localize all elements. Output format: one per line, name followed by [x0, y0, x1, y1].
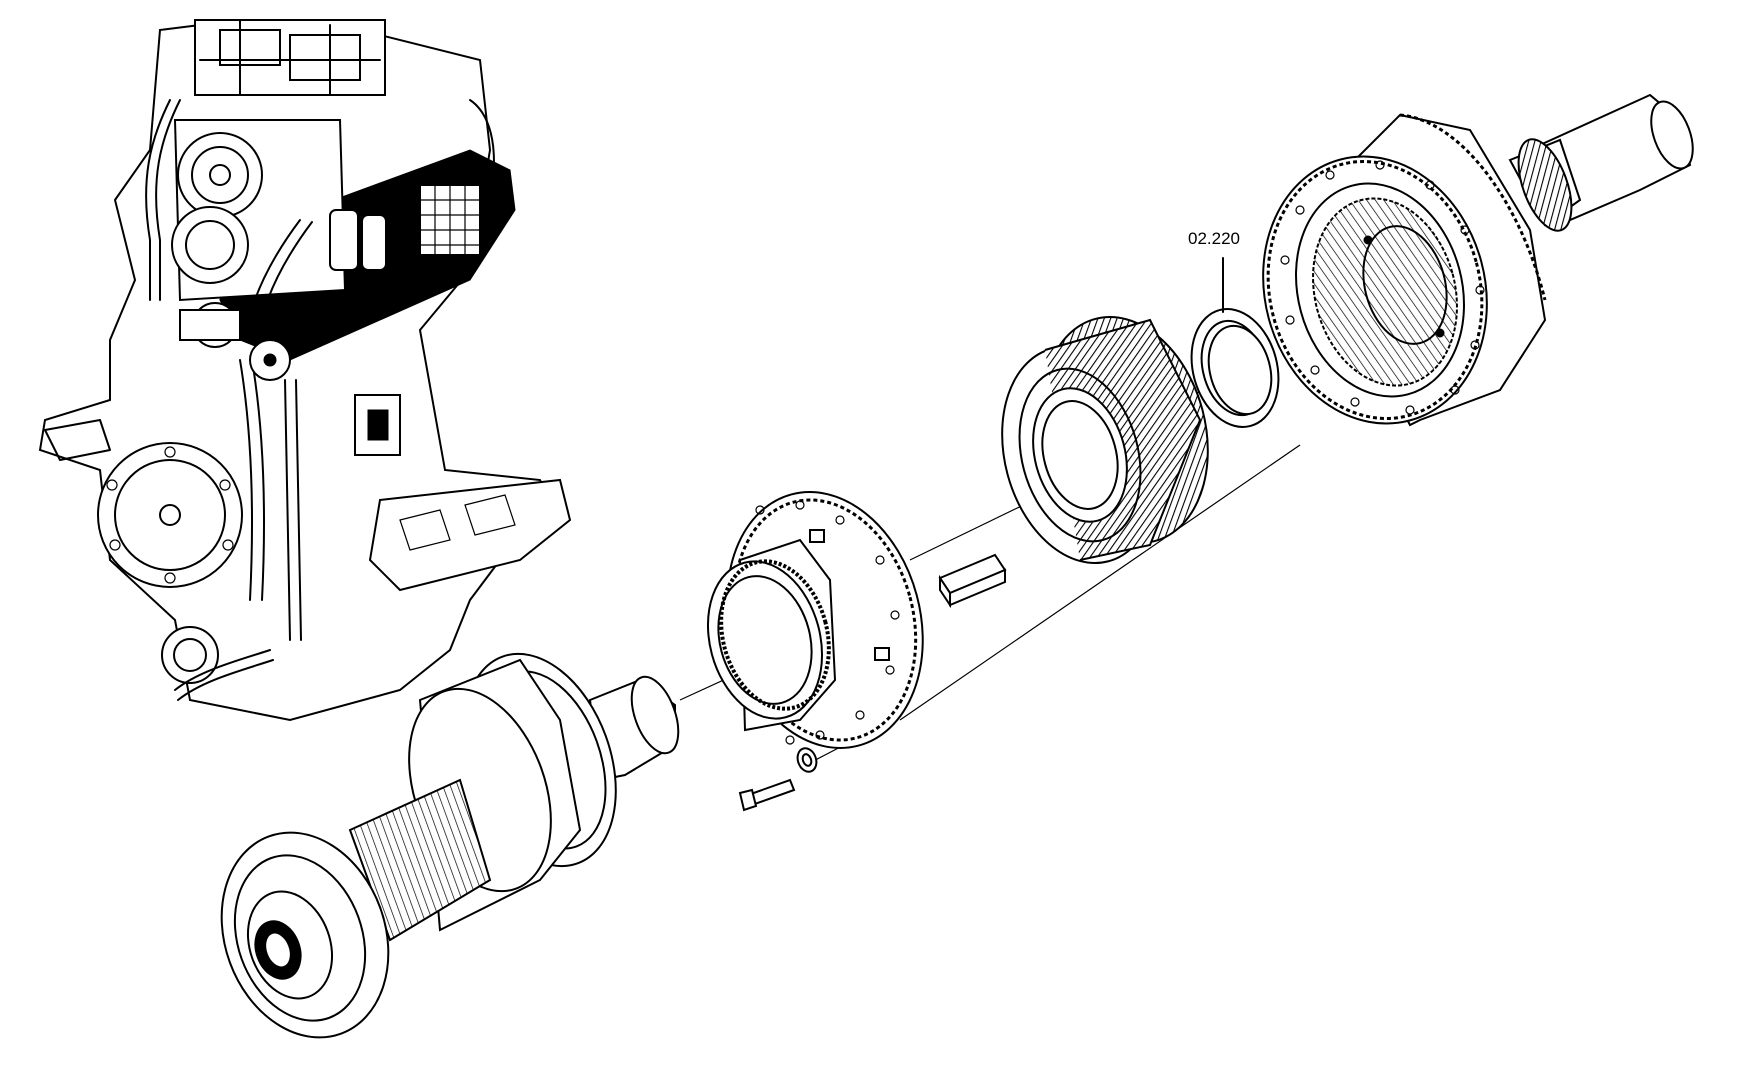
transmission-overview-illustration — [38, 18, 572, 722]
ring-nut — [1190, 308, 1280, 428]
feather-key — [938, 553, 1007, 609]
part-number-label: 02.220 — [1188, 229, 1240, 248]
flange-hub — [706, 491, 924, 749]
part-callout: 02.220 — [1188, 229, 1240, 313]
pinion-shaft — [220, 652, 680, 1039]
roller-bearing — [1001, 316, 1209, 565]
bolt-and-washer — [738, 747, 818, 812]
ring-gear-housing — [1262, 93, 1694, 427]
